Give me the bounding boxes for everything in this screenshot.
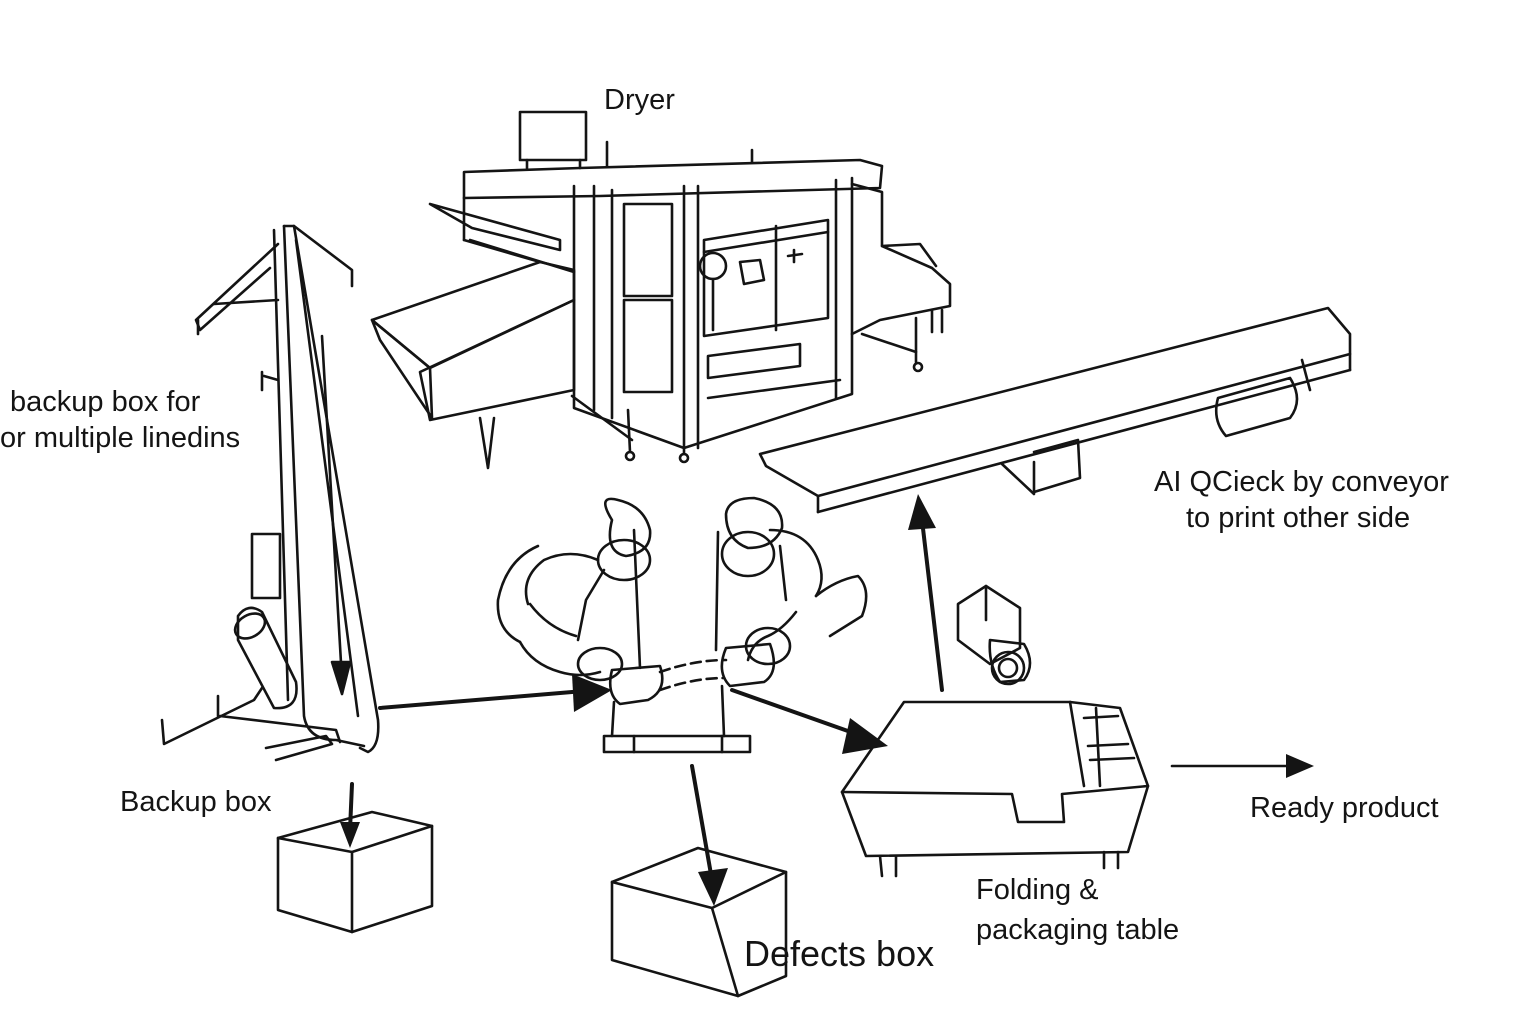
backup-box (276, 810, 434, 934)
label-ready-product: Ready product (1250, 792, 1439, 824)
label-ai-qc-line2: to print other side (1186, 502, 1411, 534)
dryer-machine (370, 110, 952, 470)
arrow-robot-to-defects (690, 764, 714, 882)
defects-box (610, 846, 788, 998)
label-backup-box: Backup box (120, 786, 272, 818)
qc-conveyor (758, 306, 1352, 514)
label-dryer: Dryer (604, 84, 675, 116)
label-backup-multi-line2: or multiple linedins (0, 422, 241, 454)
qc-camera (956, 584, 1032, 686)
folding-packaging-table (840, 700, 1150, 878)
label-backup-multi-line1: backup box for (10, 386, 201, 418)
label-ai-qc-line1: AI QCieck by conveyor (1154, 466, 1449, 498)
label-defects-box: Defects box (744, 933, 935, 974)
dual-robot-arms (496, 496, 868, 754)
label-folding-line1: Folding & (976, 874, 1099, 906)
arrow-conveyor-to-robot (378, 688, 598, 710)
left-conveyor (160, 224, 380, 762)
arrow-table-to-conveyor (920, 518, 944, 692)
arrow-robot-to-table (730, 688, 864, 738)
flow-arrows (340, 494, 1314, 906)
label-folding-line2: packaging table (976, 914, 1180, 946)
